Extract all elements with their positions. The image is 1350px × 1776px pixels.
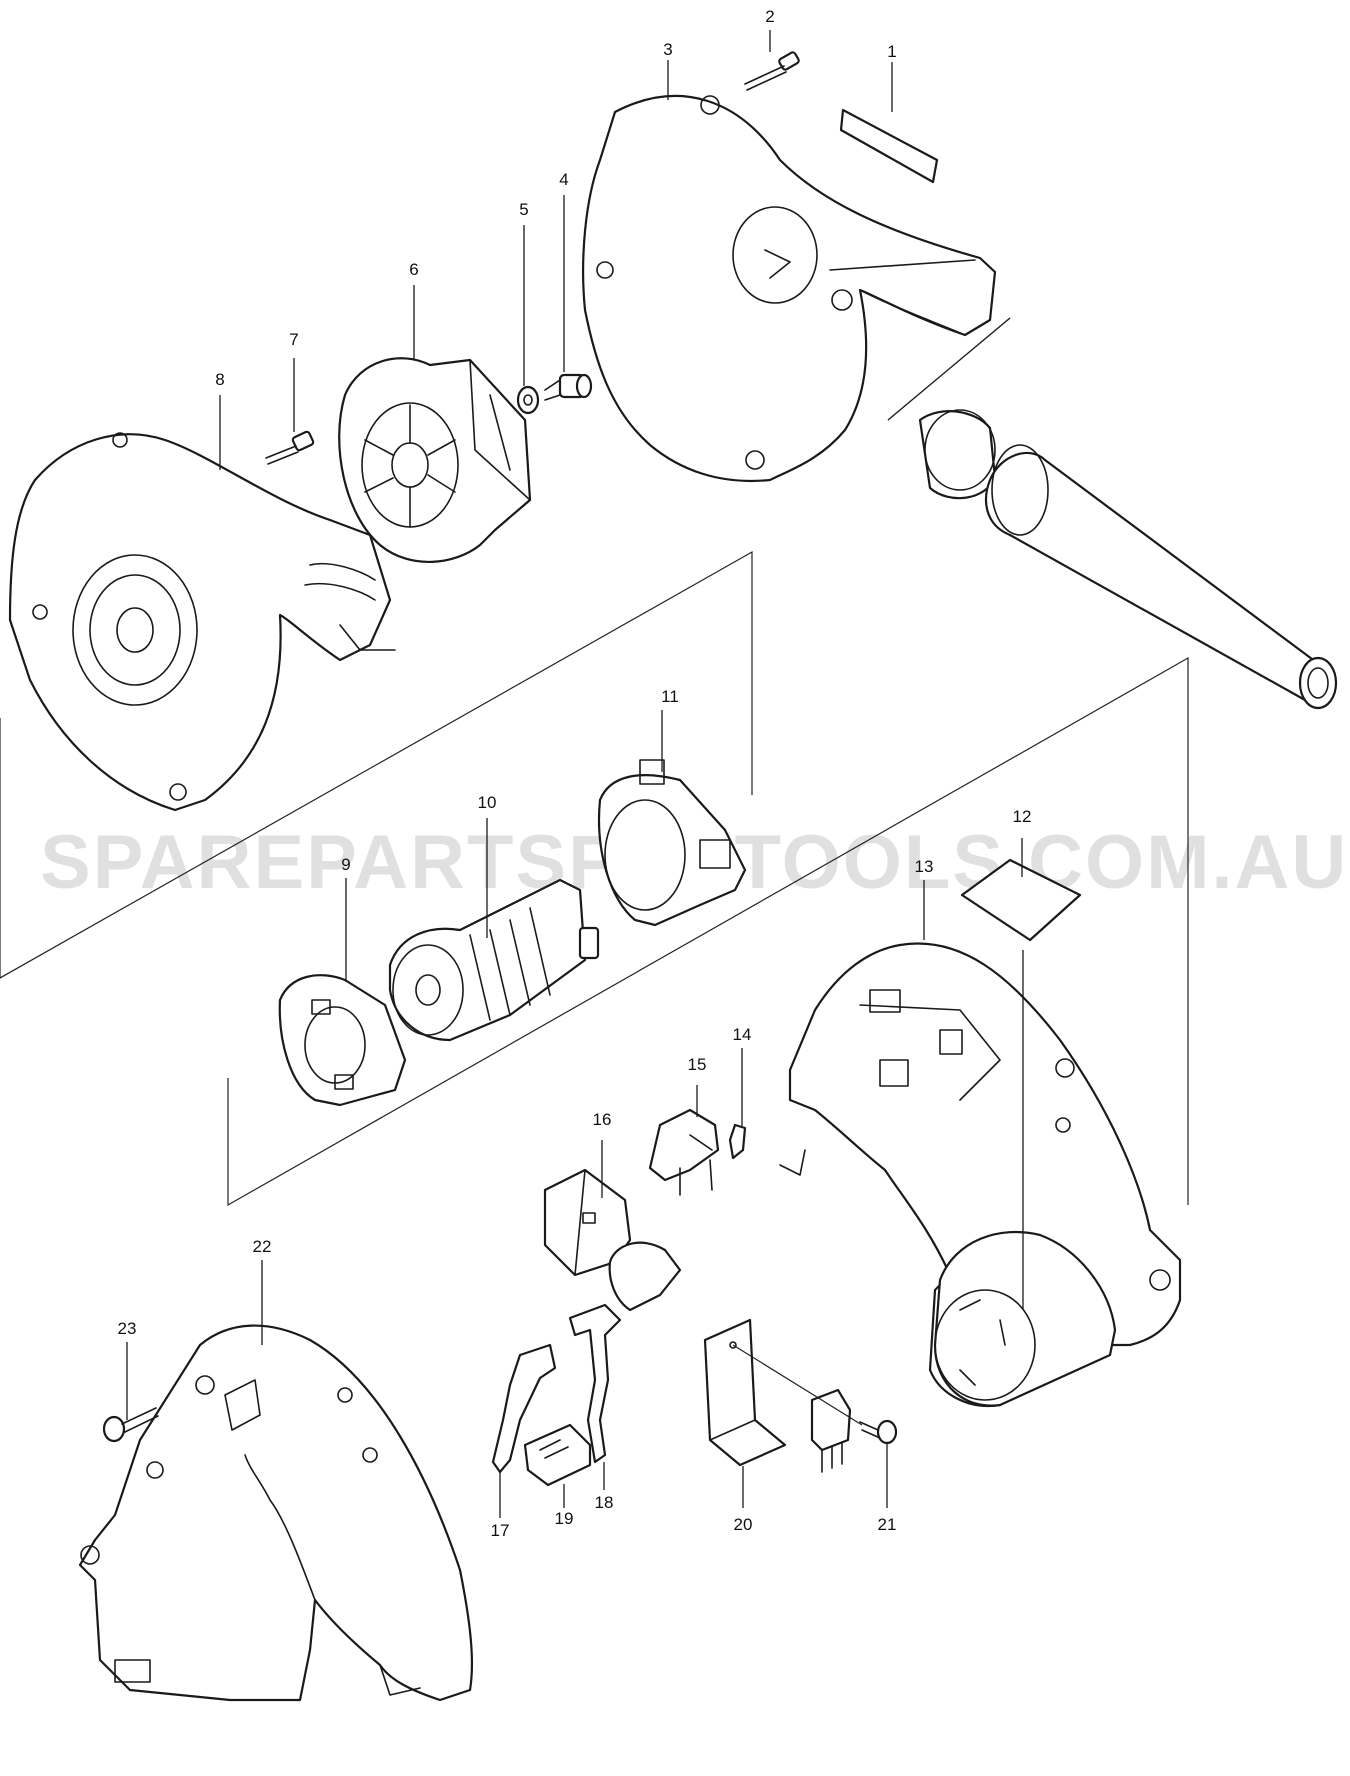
part-14-terminal-clip [728,1123,747,1160]
callout-21: 21 [878,1515,897,1534]
capacitor-block [732,1344,863,1473]
callout-23: 23 [118,1319,137,1338]
part-15-switch-lever [648,1108,720,1196]
part-7-screw [265,430,315,465]
part-13-housing-set [779,942,1182,1408]
callout-19: 19 [555,1509,574,1528]
nozzle-assembly [918,409,1338,710]
callout-17: 17 [491,1521,510,1540]
callout-20: 20 [734,1515,753,1534]
part-12-label [960,858,1082,942]
part-5-washer [516,385,540,415]
part-8-fan-housing [8,432,396,812]
callout-6: 6 [409,260,418,279]
callout-labels: 1 2 3 4 5 6 7 8 9 10 11 12 13 14 15 16 1… [118,7,1032,1540]
callout-1: 1 [887,42,896,61]
callout-10: 10 [478,793,497,812]
callout-22: 22 [253,1237,272,1256]
part-16-switch [543,1168,682,1312]
part-10-motor [388,878,600,1042]
callout-9: 9 [341,855,350,874]
part-6-fan-impeller [338,357,532,564]
part-18-terminal [568,1303,622,1464]
callout-13: 13 [915,857,934,876]
part-22-housing-half [78,1324,474,1702]
part-3-fan-housing-cover [582,94,997,482]
part-1-label-plate [839,108,939,184]
callout-18: 18 [595,1493,614,1512]
callout-15: 15 [688,1055,707,1074]
part-19-connector [523,1423,592,1487]
part-11-motor-insulator [598,759,747,927]
callout-3: 3 [663,40,672,59]
callout-4: 4 [559,170,568,189]
callout-8: 8 [215,370,224,389]
assembly-guides [0,317,1189,1207]
part-23-screw [102,1407,159,1443]
callout-2: 2 [765,7,774,26]
callout-5: 5 [519,200,528,219]
part-17-terminal [491,1343,557,1474]
leader-lines [126,30,1024,1518]
part-9-brush-holder [278,974,407,1107]
part-2-screw [744,51,800,91]
part-21-screw [859,1419,898,1445]
part-20-bracket [703,1318,787,1467]
callout-11: 11 [661,687,679,706]
callout-16: 16 [593,1110,612,1129]
callout-7: 7 [289,330,298,349]
callout-12: 12 [1013,807,1032,826]
part-4-nut [544,373,593,401]
callout-14: 14 [733,1025,752,1044]
